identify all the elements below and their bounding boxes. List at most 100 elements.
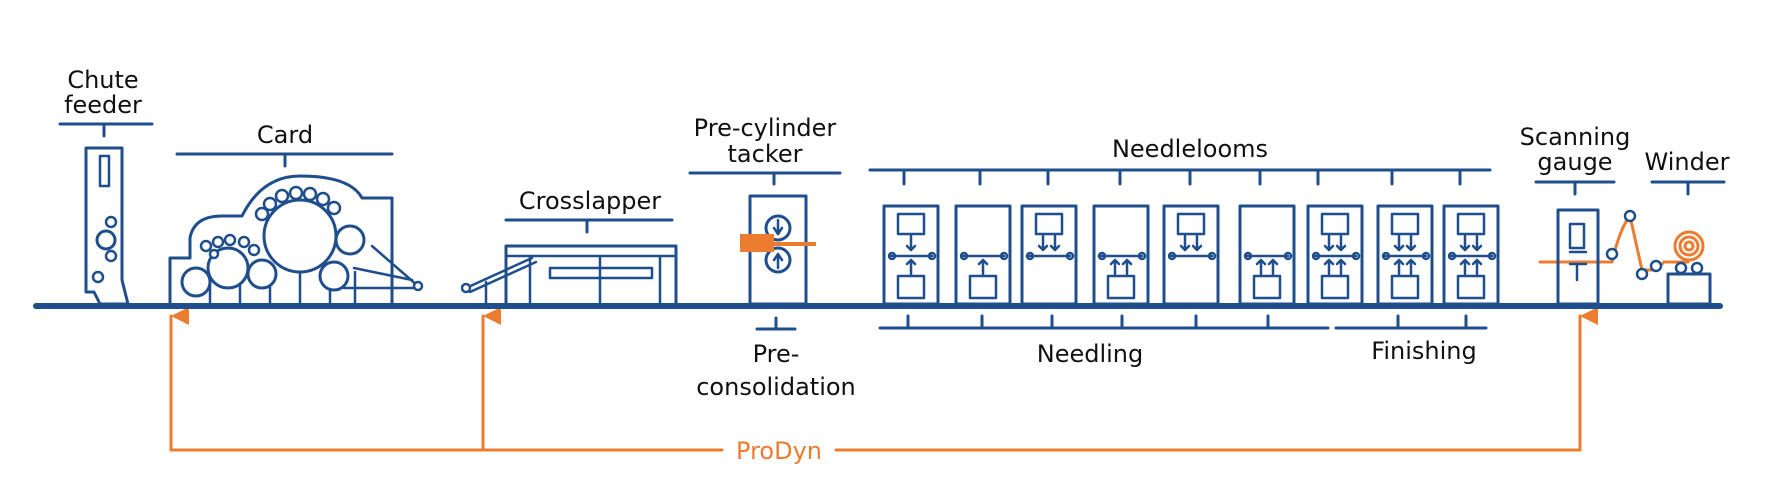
needleloom-down-arrow <box>1323 234 1347 252</box>
needleloom-board-roller <box>927 251 937 261</box>
needlelooms-label-text: Needlelooms <box>1112 135 1268 163</box>
crosslapper-bracket <box>504 218 674 234</box>
needleloom-module <box>954 204 1012 306</box>
pre-cylinder-tacker-machine <box>740 194 816 306</box>
accumulator-roller-top <box>1623 209 1637 223</box>
pre-consolidation-label-line-2: consolidation <box>696 373 856 401</box>
needleloom-frame <box>1020 204 1078 306</box>
needleloom-upper-beam <box>896 212 926 236</box>
scanning-gauge-label: Scanning gauge <box>1520 123 1631 196</box>
card-label-text: Card <box>257 121 313 149</box>
needleloom-up-arrow <box>1323 258 1347 276</box>
card-flat-roller <box>302 186 318 202</box>
chute-feeder-bracket <box>58 122 154 138</box>
needling-bracket <box>878 314 1330 330</box>
needleloom-frame <box>1376 204 1434 306</box>
winder-bracket <box>1650 180 1726 196</box>
needleloom-frame <box>882 204 940 306</box>
needleloom-up-arrow <box>977 258 989 276</box>
tacker-web-feed <box>740 234 774 252</box>
card-flat-roller <box>208 248 220 260</box>
needleloom-upper-beam <box>1176 212 1206 236</box>
needleloom-board-roller <box>1381 251 1391 261</box>
winder-support-roller-1 <box>1674 261 1688 275</box>
winder-label: Winder <box>1645 148 1730 196</box>
needleloom-up-arrow <box>1109 258 1133 276</box>
needleloom-board-roller <box>1025 251 1035 261</box>
card-flat-roller <box>223 233 237 247</box>
needleloom-module <box>1442 204 1500 306</box>
winder-machine <box>1666 230 1712 306</box>
needleloom-module <box>1238 204 1296 306</box>
needling-label: Needling <box>878 314 1330 368</box>
accumulator-roller-exit <box>1649 259 1663 273</box>
scanning-gauge-label-line-1: Scanning <box>1520 123 1631 151</box>
needleloom-lower-beam <box>1390 274 1420 300</box>
needleloom-lower-beam <box>1320 274 1350 300</box>
card-flat-roller <box>254 206 270 222</box>
scanning-gauge-machine <box>1538 208 1690 306</box>
crosslapper-carriage <box>548 266 654 280</box>
needleloom-lower-beam <box>1106 274 1136 300</box>
winder-label-text: Winder <box>1645 148 1730 176</box>
scanning-gauge-upper-head <box>1568 222 1586 250</box>
crosslapper-feed-roller <box>460 282 472 294</box>
needlelooms-bracket <box>868 168 1492 186</box>
crosslapper-frame <box>504 244 678 306</box>
pre-consolidation-label: Pre- consolidation <box>696 316 856 401</box>
needleloom-board-roller <box>887 251 897 261</box>
finishing-label-text: Finishing <box>1371 337 1476 365</box>
needleloom-board-roller <box>1351 251 1361 261</box>
needleloom-board-roller <box>1167 251 1177 261</box>
needleloom-down-arrow <box>905 234 917 252</box>
crosslapper-label: Crosslapper <box>504 187 674 234</box>
needleloom-board-roller <box>1097 251 1107 261</box>
chute-feeder-machine <box>84 146 130 306</box>
finishing-bracket <box>1334 314 1488 330</box>
crosslapper-rails <box>504 254 678 306</box>
winder-roll-middle <box>1678 235 1700 257</box>
needling-label-text: Needling <box>1037 340 1144 368</box>
pre-consolidation-bracket <box>755 316 797 331</box>
needleloom-down-arrow <box>1179 234 1203 252</box>
needleloom-module <box>1376 204 1434 306</box>
crosslapper-label-text: Crosslapper <box>519 187 661 215</box>
chute-feeder-window <box>98 154 111 188</box>
card-housing <box>168 174 394 306</box>
needleloom-board-roller <box>1311 251 1321 261</box>
needleloom-board-roller <box>1421 251 1431 261</box>
card-flat-roller <box>326 200 342 216</box>
card-licker-in <box>180 266 212 298</box>
card-doffer-lower <box>318 260 350 292</box>
card-flat-roller <box>237 235 251 249</box>
chute-feeder-body <box>84 146 130 306</box>
card-bracket <box>175 152 394 168</box>
card-flat-roller <box>262 196 278 212</box>
needleloom-board-roller <box>959 251 969 261</box>
pre-cylinder-tacker-bracket <box>688 171 842 186</box>
scanning-gauge-lower-head <box>1568 250 1588 282</box>
needleloom-down-arrow <box>1459 234 1483 252</box>
needleloom-frame <box>1442 204 1500 306</box>
chute-feeder-label-line-2: feeder <box>64 91 142 119</box>
winder-roll-outer <box>1673 230 1705 262</box>
card-flat-roller <box>315 191 331 207</box>
pre-cylinder-tacker-label-line-2: tacker <box>728 140 803 168</box>
crosslapper-machine <box>460 244 678 306</box>
card-doffer-upper <box>334 224 366 256</box>
chute-feeder-roller-small-2 <box>104 249 118 263</box>
card-main-cylinder <box>262 198 338 274</box>
needleloom-frame <box>1306 204 1364 306</box>
chute-feeder-roller-large <box>95 229 117 251</box>
chute-feeder-roller-small-3 <box>91 270 105 284</box>
pre-consolidation-label-line-1: Pre- <box>753 340 800 368</box>
needleloom-board-roller <box>999 251 1009 261</box>
scanning-gauge-roller <box>1605 247 1619 261</box>
needleloom-lower-beam <box>896 274 926 300</box>
finishing-label: Finishing <box>1334 314 1488 365</box>
card-machine <box>168 174 424 306</box>
needleloom-down-arrow <box>1393 234 1417 252</box>
needleloom-lower-beam <box>1456 274 1486 300</box>
needleloom-upper-beam <box>1320 212 1350 236</box>
accumulator-roller-bottom <box>1635 267 1649 281</box>
